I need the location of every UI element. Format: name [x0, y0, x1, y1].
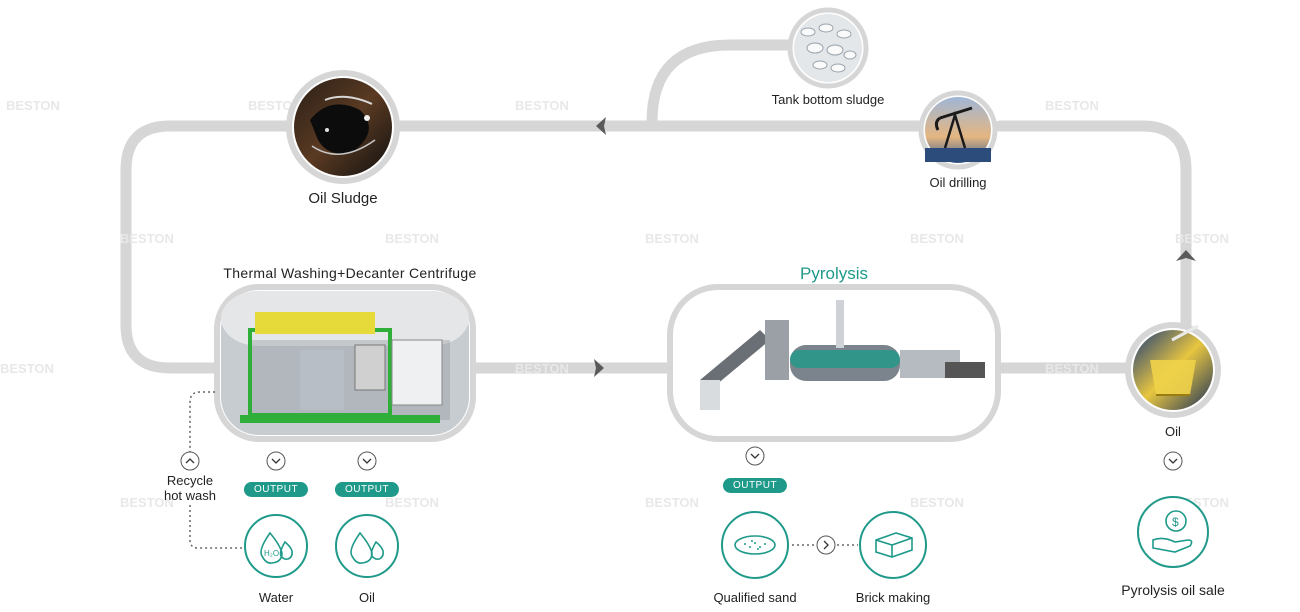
- watermark: BESTON: [385, 495, 439, 510]
- thermal-washing-frame: [214, 284, 476, 442]
- recycle-label: Recycle hot wash: [164, 473, 216, 503]
- watermark: BESTON: [515, 361, 569, 376]
- oil-top-label: Oil: [1165, 424, 1181, 439]
- oil-drilling-image: [918, 90, 998, 170]
- output-badge: OUTPUT: [243, 482, 309, 497]
- chevron-up-icon: [180, 451, 200, 471]
- main-loop-track: [120, 120, 1192, 374]
- chevron-down-icon: [1163, 451, 1183, 471]
- pyrolysis-oil-sale-label: Pyrolysis oil sale: [1121, 582, 1225, 598]
- oil-drilling-label: Oil drilling: [929, 175, 987, 190]
- watermark: BESTON: [910, 495, 964, 510]
- output-badge: OUTPUT: [334, 482, 400, 497]
- sand-icon: [721, 511, 789, 579]
- arrow-left-icon: [596, 117, 606, 135]
- water-label: Water: [258, 590, 294, 605]
- watermark: BESTON: [6, 98, 60, 113]
- oil-sludge-label: Oil Sludge: [308, 190, 378, 207]
- recycle-line1: Recycle: [166, 473, 214, 488]
- direction-arrows: [594, 117, 1196, 377]
- money-hand-icon: $: [1137, 496, 1209, 568]
- tank-bottom-sludge-label: Tank bottom sludge: [771, 92, 885, 107]
- brick-icon: [859, 511, 927, 579]
- watermark: BESTON: [910, 231, 964, 246]
- oil-bottom-label: Oil: [359, 590, 375, 605]
- h2o-label: H₂O: [264, 549, 279, 558]
- pyrolysis-frame: [667, 284, 1001, 442]
- arrow-up-icon: [1176, 250, 1196, 261]
- oil-sludge-image: [286, 70, 400, 184]
- qualified-sand-label: Qualified sand: [713, 590, 797, 605]
- watermark: BESTON: [645, 495, 699, 510]
- watermark: BESTON: [120, 231, 174, 246]
- chevron-down-icon: [266, 451, 286, 471]
- watermark: BESTON: [248, 98, 302, 113]
- tank-bottom-sludge-image: [787, 7, 869, 89]
- watermark: BESTON: [1045, 361, 1099, 376]
- chevron-right-icon: [816, 535, 836, 555]
- watermarks: BESTON BESTON BESTON BESTON BESTON BESTO…: [0, 98, 1229, 510]
- watermark: BESTON: [0, 361, 54, 376]
- watermark: BESTON: [385, 231, 439, 246]
- brick-making-label: Brick making: [855, 590, 931, 605]
- dotted-connectors: [189, 391, 858, 549]
- track-lines: [120, 39, 1192, 374]
- recycle-line2: hot wash: [163, 488, 217, 503]
- chevron-down-icon: [357, 451, 377, 471]
- tank-branch-track: [646, 39, 798, 128]
- watermark: BESTON: [515, 98, 569, 113]
- arrow-right-icon: [594, 359, 604, 377]
- watermark: BESTON: [1045, 98, 1099, 113]
- oil-drop-icon: [335, 514, 399, 578]
- dollar-sign: $: [1172, 515, 1179, 529]
- thermal-washing-title: Thermal Washing+Decanter Centrifuge: [223, 265, 477, 281]
- chevron-down-icon: [745, 446, 765, 466]
- watermark: BESTON: [645, 231, 699, 246]
- output-badge: OUTPUT: [722, 478, 788, 493]
- watermark: BESTON: [1175, 231, 1229, 246]
- water-drop-icon: H₂O: [244, 514, 308, 578]
- oil-product-image: [1125, 322, 1221, 418]
- pyrolysis-title: Pyrolysis: [799, 264, 869, 283]
- watermark: BESTON: [120, 495, 174, 510]
